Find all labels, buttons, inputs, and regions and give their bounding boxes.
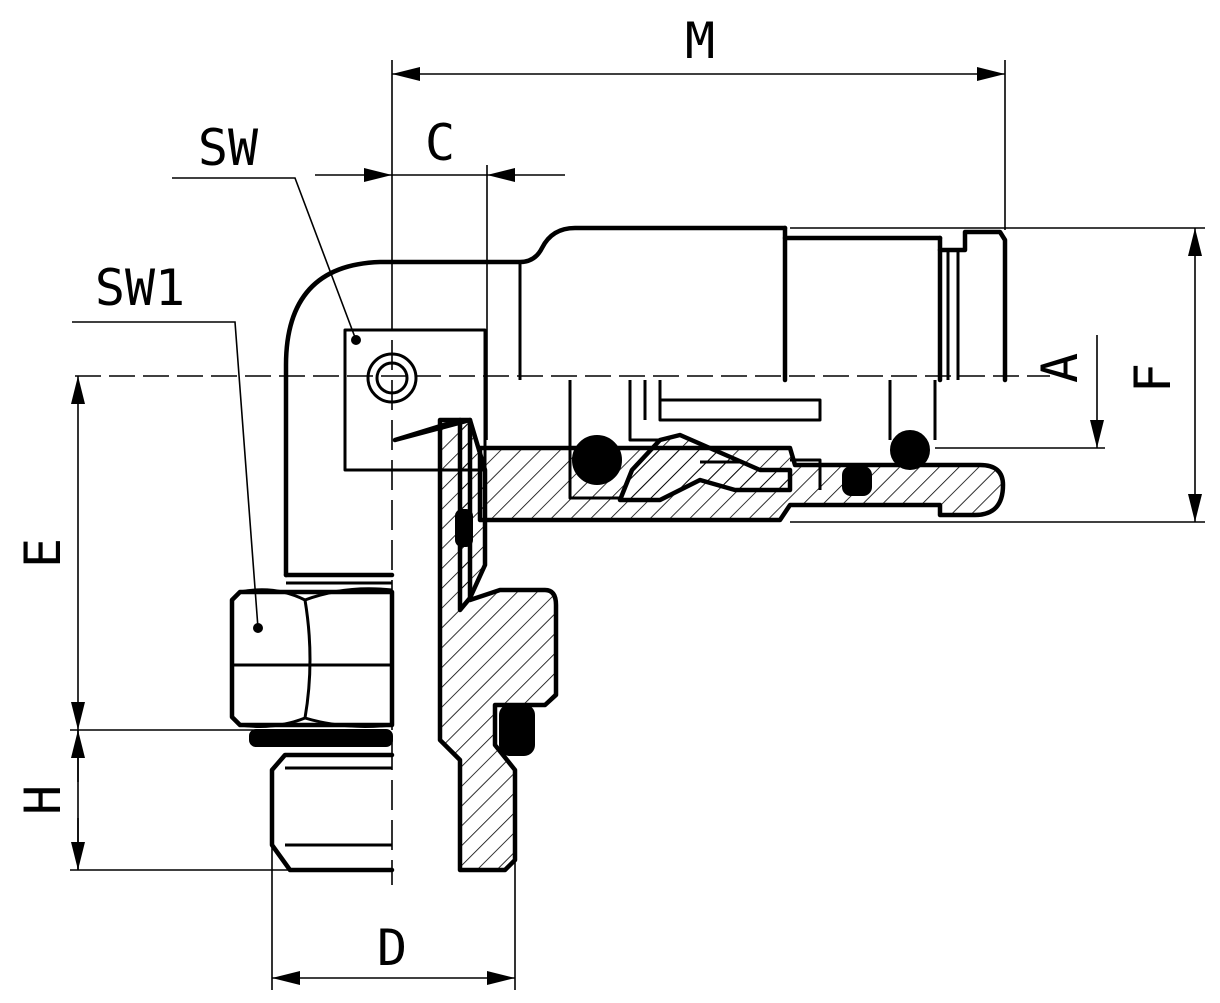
stem-seal-icon bbox=[455, 509, 473, 547]
label-m: M bbox=[685, 12, 715, 70]
cross-section bbox=[392, 380, 1006, 873]
label-e: E bbox=[14, 538, 72, 568]
label-sw1: SW1 bbox=[95, 259, 185, 317]
dimension-labels: M C SW SW1 A F E H D bbox=[14, 12, 1182, 977]
o-ring-seal-icon bbox=[890, 430, 930, 470]
sw-flat bbox=[343, 328, 487, 472]
thread-seal-icon bbox=[499, 704, 535, 756]
label-a: A bbox=[1031, 353, 1089, 383]
label-sw: SW bbox=[198, 119, 259, 177]
dimensions bbox=[70, 60, 1205, 990]
label-d: D bbox=[377, 919, 407, 977]
o-ring-seal-icon bbox=[572, 435, 622, 485]
elbow-body bbox=[283, 225, 1008, 585]
label-c: C bbox=[425, 114, 455, 172]
label-f: F bbox=[1124, 363, 1182, 393]
label-h: H bbox=[14, 785, 72, 815]
center-lines bbox=[75, 300, 1050, 885]
centre-bore-icon bbox=[366, 352, 418, 404]
collet-seal-icon bbox=[842, 466, 872, 496]
